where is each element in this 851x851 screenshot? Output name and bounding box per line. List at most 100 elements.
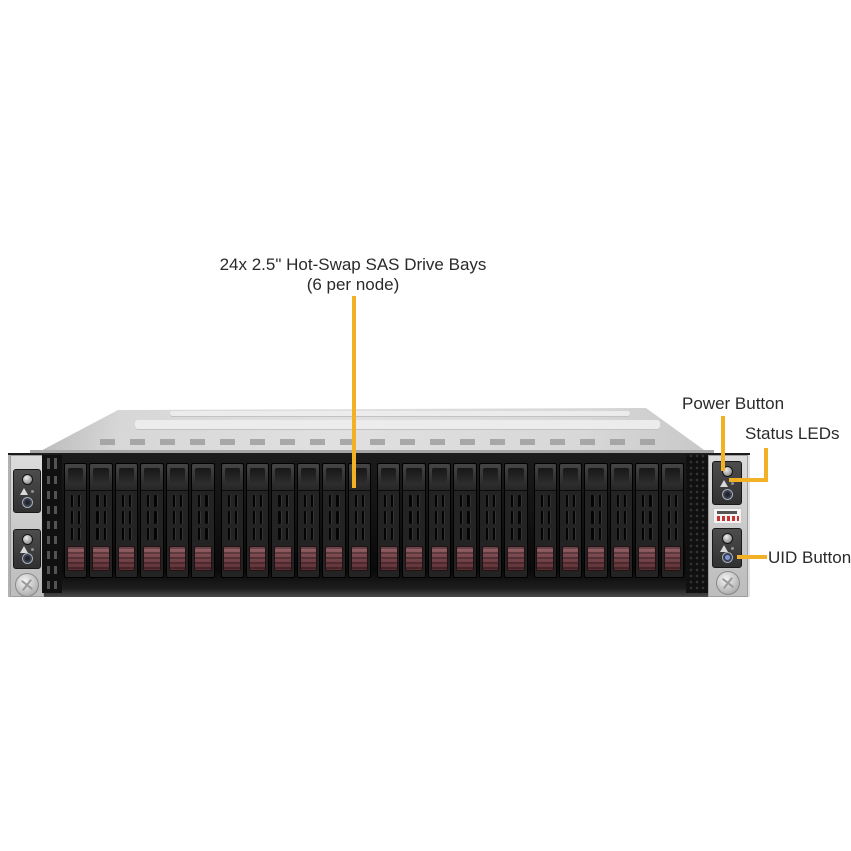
status-led-row [20, 487, 34, 495]
drive-tray-release-latch [248, 546, 267, 571]
drive-tray-vents [141, 491, 162, 544]
vent-slot [198, 495, 201, 508]
drive-tray-vents [662, 491, 683, 544]
vent-slot [303, 527, 306, 540]
vent-slot [252, 527, 256, 540]
drive-bay-node-group [220, 463, 372, 595]
drive-tray-vents [403, 491, 424, 544]
vent-slot [303, 511, 306, 524]
right-vent-strip [686, 455, 708, 593]
vent-slot [227, 495, 230, 508]
vent-slot [674, 495, 678, 508]
vent-slot [361, 527, 365, 540]
vent-slot [623, 511, 627, 524]
vent-slot [518, 527, 521, 540]
vent-slot [434, 511, 438, 524]
drive-tray [533, 463, 557, 578]
vent-slot [147, 495, 150, 508]
vent-slot [278, 511, 281, 524]
drive-tray-handle [272, 464, 294, 491]
drive-bays-callout: 24x 2.5" Hot-Swap SAS Drive Bays (6 per … [220, 255, 487, 295]
drive-tray-handle [166, 464, 189, 491]
drive-tray [322, 463, 346, 578]
drive-tray-release-latch [587, 546, 605, 571]
vent-slot [285, 511, 288, 524]
node-control-panel [712, 461, 742, 505]
vent-slot [252, 511, 256, 524]
vent-slot [227, 527, 230, 540]
vent-slot [329, 527, 332, 540]
vent-slot [103, 527, 106, 540]
vent-slot [667, 527, 670, 540]
vent-slot [642, 511, 645, 524]
drive-bay-array [62, 455, 686, 595]
vent-slot [278, 495, 281, 508]
vent-slot [547, 511, 550, 524]
right-rack-ear [708, 455, 750, 597]
vent-slot [409, 527, 412, 540]
vent-slot [649, 495, 652, 508]
uid-button-icon [721, 489, 733, 500]
vent-slot [565, 495, 569, 508]
vent-slot [285, 527, 288, 540]
vent-slot [623, 527, 627, 540]
drive-bays-callout-line2: (6 per node) [306, 275, 400, 294]
vent-slot [154, 527, 157, 540]
vent-slot [384, 495, 387, 508]
vent-slot [71, 511, 74, 524]
drive-tray [165, 463, 190, 578]
vent-slot [384, 511, 387, 524]
drive-tray [427, 463, 452, 578]
drive-tray [140, 463, 164, 578]
vent-slot [518, 511, 521, 524]
vent-slot [227, 511, 230, 524]
status-led [31, 547, 34, 551]
drive-tray [191, 463, 215, 578]
thumbscrew [15, 573, 39, 597]
vent-slot [540, 495, 543, 508]
vent-slot [354, 527, 357, 540]
warning-triangle-icon [720, 479, 728, 487]
vent-slot [172, 511, 175, 524]
drive-tray-handle [661, 464, 684, 491]
drive-tray-handle [454, 464, 476, 491]
vent-slot [416, 495, 419, 508]
drive-tray-handle [323, 464, 345, 491]
status-leds-leader-line-vertical [764, 448, 768, 482]
top-panel-vent-holes [100, 439, 660, 445]
vent-slot [96, 511, 99, 524]
power-button-icon [721, 533, 733, 544]
vent-slot [642, 527, 645, 540]
vent-slot [598, 527, 601, 540]
vent-slot [121, 511, 125, 524]
vent-slot [460, 511, 463, 524]
drive-tray [584, 463, 608, 578]
drive-tray [635, 463, 659, 578]
vent-slot [573, 495, 576, 508]
drive-tray-release-latch [168, 546, 187, 571]
vent-slot [591, 495, 594, 508]
drive-tray-release-latch [507, 546, 525, 571]
vent-slot [147, 511, 150, 524]
drive-tray [504, 463, 528, 578]
vent-slot [409, 495, 412, 508]
drive-tray [558, 463, 583, 578]
vent-slot [260, 495, 263, 508]
power-button-callout: Power Button [682, 394, 785, 413]
drive-tray [114, 463, 139, 578]
vent-slot [667, 511, 670, 524]
drive-tray-release-latch [143, 546, 161, 571]
top-panel-recess [170, 411, 630, 416]
vent-slot [310, 511, 314, 524]
left-vent-strip [42, 455, 62, 593]
drive-tray-vents [192, 491, 213, 544]
vent-slot [485, 511, 488, 524]
drive-tray-vents [505, 491, 526, 544]
vent-slot [442, 495, 445, 508]
vent-slot [511, 527, 514, 540]
vent-slot [252, 495, 256, 508]
vent-slot [492, 511, 496, 524]
drive-bays-leader-line [352, 296, 356, 488]
vent-slot [278, 527, 281, 540]
drive-tray-release-latch [663, 546, 682, 571]
